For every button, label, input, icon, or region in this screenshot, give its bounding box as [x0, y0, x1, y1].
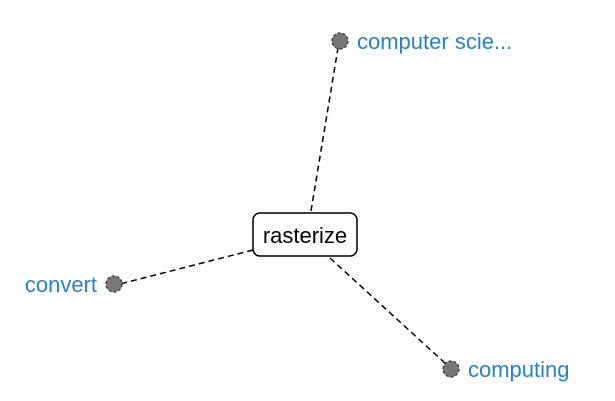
edge-computer-science — [310, 47, 339, 212]
center-node-box[interactable] — [252, 212, 358, 257]
related-label-computer-science[interactable]: computer scie... — [357, 29, 512, 54]
center-node-label: rasterize — [263, 223, 347, 248]
related-label-convert[interactable]: convert — [25, 272, 97, 297]
related-node-convert[interactable]: convert — [25, 272, 123, 297]
node-dot[interactable] — [105, 275, 123, 293]
node-dot[interactable] — [442, 360, 460, 378]
edge-convert — [119, 249, 254, 285]
edge-computing — [329, 257, 447, 365]
related-node-computer-science[interactable]: computer scie... — [331, 29, 512, 54]
node-dot[interactable] — [331, 32, 349, 50]
center-node[interactable]: rasterize — [252, 212, 358, 257]
related-label-computing[interactable]: computing — [468, 357, 570, 382]
related-node-computing[interactable]: computing — [442, 357, 570, 382]
